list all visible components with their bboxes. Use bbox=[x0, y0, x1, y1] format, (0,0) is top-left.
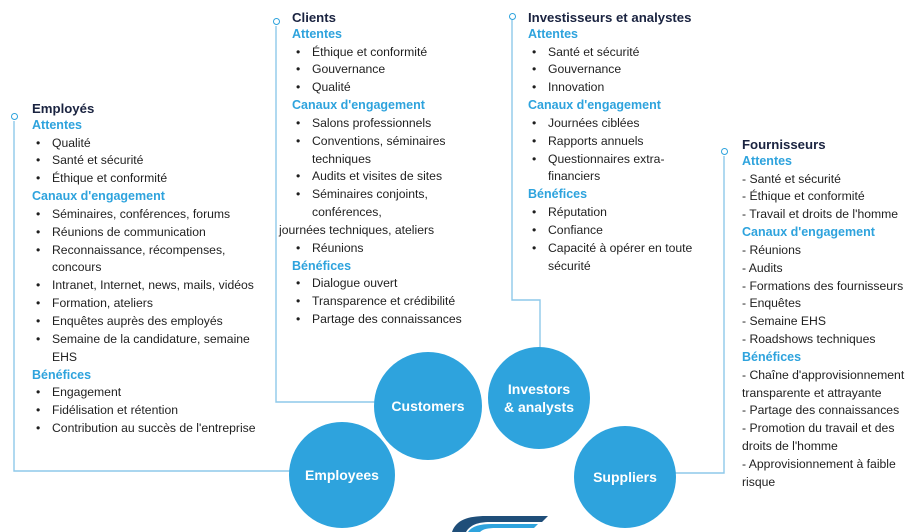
connector-dot-investors bbox=[509, 13, 516, 20]
panel-title: Fournisseurs bbox=[742, 137, 826, 152]
list-item: Dialogue ouvert bbox=[292, 275, 488, 293]
list-item: Contribution au succès de l'entreprise bbox=[32, 420, 264, 438]
list-item: Séminaires, conférences, forums bbox=[32, 206, 264, 224]
circle-suppliers: Suppliers bbox=[574, 426, 676, 528]
list-item: Fidélisation et rétention bbox=[32, 402, 264, 420]
brand-logo bbox=[452, 516, 548, 532]
channels-list: - Réunions - Audits - Formations des fou… bbox=[742, 242, 908, 349]
list-item: - Santé et sécurité bbox=[742, 171, 841, 186]
list-item: Réunions de communication bbox=[32, 224, 264, 242]
list-item: Reconnaissance, récompenses, concours bbox=[32, 242, 264, 278]
list-item: Séminaires conjoints, conférences, bbox=[292, 186, 488, 222]
section-label-expectations: Attentes bbox=[32, 118, 83, 132]
panel-title: Employés bbox=[32, 101, 95, 116]
expectations-list: Éthique et conformité Gouvernance Qualit… bbox=[292, 44, 488, 98]
circle-label: Employees bbox=[305, 467, 379, 483]
list-item: - Enquêtes bbox=[742, 296, 801, 311]
section-label-benefits: Bénéfices bbox=[742, 350, 802, 365]
circle-employees: Employees bbox=[289, 422, 395, 528]
circle-label: Investors & analysts bbox=[503, 381, 575, 415]
section-label-benefits: Bénéfices bbox=[32, 367, 92, 382]
list-item: Questionnaires extra-financiers bbox=[528, 151, 678, 187]
list-item-continuation: journées techniques, ateliers bbox=[279, 223, 435, 238]
list-item: - Audits bbox=[742, 260, 783, 275]
circle-label: Customers bbox=[391, 398, 465, 414]
benefits-list: Dialogue ouvert Transparence et crédibil… bbox=[292, 275, 488, 329]
section-label-benefits: Bénéfices bbox=[292, 258, 352, 273]
list-item: Éthique et conformité bbox=[32, 170, 264, 188]
list-item: Réputation bbox=[528, 204, 706, 222]
circle-customers: Customers bbox=[374, 352, 482, 460]
list-item: - Roadshows techniques bbox=[742, 332, 876, 347]
connector-employees bbox=[13, 121, 290, 472]
list-item: - Approvisionnement à faible risque bbox=[742, 457, 896, 490]
list-item: Capacité à opérer en toute sécurité bbox=[528, 240, 706, 276]
panel-clients: Clients Attentes Éthique et conformité G… bbox=[279, 9, 488, 329]
list-item: - Promotion du travail et des droits de … bbox=[742, 421, 895, 454]
benefits-list: Réputation Confiance Capacité à opérer e… bbox=[528, 204, 706, 276]
list-item: Gouvernance bbox=[528, 61, 708, 79]
list-item: - Formations des fournisseurs bbox=[742, 278, 904, 293]
channels-list: Salons professionnels Conventions, sémin… bbox=[279, 115, 488, 258]
section-label-channels: Canaux d'engagement bbox=[742, 225, 875, 240]
connector-dot-clients bbox=[273, 18, 280, 25]
list-item: - Partage des connaissances bbox=[742, 403, 900, 418]
list-item: Engagement bbox=[32, 384, 264, 402]
section-label-channels: Canaux d'engagement bbox=[528, 98, 661, 113]
section-label-benefits: Bénéfices bbox=[528, 187, 588, 202]
list-item: Enquêtes auprès des employés bbox=[32, 313, 264, 331]
list-item: - Chaîne d'approvisionnement transparent… bbox=[742, 367, 905, 400]
list-item: Transparence et crédibilité bbox=[292, 293, 488, 311]
list-item: Santé et sécurité bbox=[32, 152, 264, 170]
list-item: Conventions, séminaires techniques bbox=[292, 133, 488, 169]
section-label-expectations: Attentes bbox=[742, 154, 793, 168]
list-item: - Travail et droits de l'homme bbox=[742, 207, 899, 222]
connector-dot-employees bbox=[11, 113, 18, 120]
circle-investors: Investors & analysts bbox=[488, 347, 590, 449]
list-item: - Semaine EHS bbox=[742, 314, 826, 329]
list-item: Intranet, Internet, news, mails, vidéos bbox=[32, 277, 264, 295]
list-item: - Éthique et conformité bbox=[742, 189, 865, 204]
expectations-list: Qualité Santé et sécurité Éthique et con… bbox=[32, 135, 264, 189]
list-item: Salons professionnels bbox=[292, 115, 488, 133]
section-label-channels: Canaux d'engagement bbox=[292, 98, 425, 113]
list-item: Partage des connaissances bbox=[292, 311, 488, 329]
panel-suppliers: Fournisseurs Attentes - Santé et sécurit… bbox=[742, 136, 908, 492]
connector-suppliers bbox=[668, 156, 725, 474]
list-item: Éthique et conformité bbox=[292, 44, 488, 62]
list-item: Semaine de la candidature, semaine EHS bbox=[32, 331, 264, 367]
connector-investors bbox=[511, 20, 541, 350]
connector-dot-suppliers bbox=[721, 148, 728, 155]
list-item: Formation, ateliers bbox=[32, 295, 264, 313]
list-item: Confiance bbox=[528, 222, 706, 240]
list-item: Qualité bbox=[292, 79, 488, 97]
list-item: Gouvernance bbox=[292, 61, 488, 79]
channels-list: Journées ciblées Rapports annuels Questi… bbox=[528, 115, 678, 187]
panel-title: Investisseurs et analystes bbox=[528, 10, 692, 25]
panel-employees: Employés Attentes Qualité Santé et sécur… bbox=[32, 100, 264, 438]
section-label-channels: Canaux d'engagement bbox=[32, 189, 165, 204]
list-item: Journées ciblées bbox=[528, 115, 678, 133]
benefits-list: - Chaîne d'approvisionnement transparent… bbox=[742, 367, 908, 492]
list-item: Santé et sécurité bbox=[528, 44, 708, 62]
list-item: - Réunions bbox=[742, 242, 801, 257]
section-label-expectations: Attentes bbox=[292, 27, 343, 41]
channels-list: Séminaires, conférences, forums Réunions… bbox=[32, 206, 264, 367]
benefits-list: Engagement Fidélisation et rétention Con… bbox=[32, 384, 264, 438]
connector-clients bbox=[275, 26, 378, 403]
circle-label: Suppliers bbox=[593, 469, 657, 485]
expectations-list: - Santé et sécurité - Éthique et conform… bbox=[742, 171, 908, 225]
panel-title: Clients bbox=[292, 10, 336, 25]
list-item: Audits et visites de sites bbox=[292, 168, 488, 186]
list-item: Réunions bbox=[292, 240, 488, 258]
list-item: Innovation bbox=[528, 79, 708, 97]
list-item: Rapports annuels bbox=[528, 133, 678, 151]
list-item: Qualité bbox=[32, 135, 264, 153]
section-label-expectations: Attentes bbox=[528, 27, 579, 41]
panel-investors: Investisseurs et analystes Attentes Sant… bbox=[528, 9, 708, 275]
expectations-list: Santé et sécurité Gouvernance Innovation bbox=[528, 44, 708, 98]
